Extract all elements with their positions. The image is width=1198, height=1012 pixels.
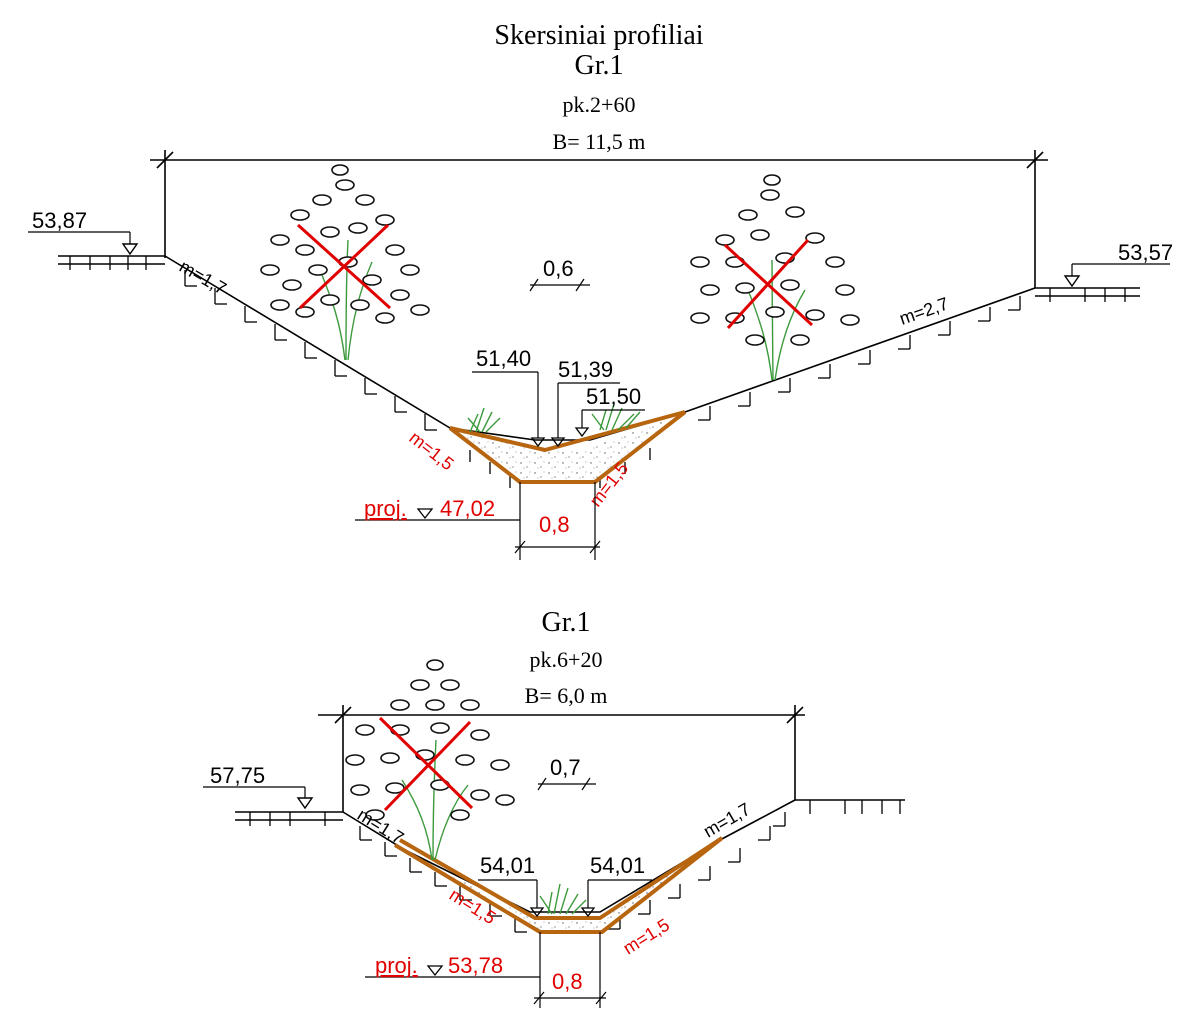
profile-1-depth-value: 0,6 xyxy=(543,256,574,281)
profile-2: Gr.1 pk.6+20 B= 6,0 m 57,75 xyxy=(203,607,905,1008)
profile-2-depth-value: 0,7 xyxy=(550,755,581,780)
elevation-marker-icon xyxy=(426,965,444,977)
tree-removed-icon xyxy=(690,174,860,381)
profile-2-group: Gr.1 xyxy=(542,607,591,638)
profile-2-project-bottom: proj. 53,78 0,8 xyxy=(365,932,607,1008)
profile-2-proj-label: proj. xyxy=(375,953,418,978)
profile-1-proj-elevation: 47,02 xyxy=(440,496,495,521)
elevation-marker-icon xyxy=(1063,275,1081,288)
profile-2-width-label: B= 6,0 m xyxy=(525,683,608,708)
profile-2-right-ground xyxy=(795,799,905,814)
profile-1-proj-label: proj. xyxy=(364,496,407,521)
profile-1-left-ground: 53,87 xyxy=(28,208,165,270)
profile-1-depth-mark: 0,6 xyxy=(529,256,590,292)
profile-1-design-section xyxy=(448,410,687,484)
profile-1-group: Gr.1 xyxy=(575,50,624,81)
profile-1-width-dimension xyxy=(150,150,1048,288)
profile-2-width-dimension xyxy=(318,705,805,812)
profile-2-slope-right: m=1,7 xyxy=(700,799,754,842)
profile-1: Gr.1 pk.2+60 B= 11,5 m 53,87 xyxy=(28,50,1173,560)
profile-1-proj-slope-left: m=1,5 xyxy=(406,427,458,474)
profile-2-bottom-elev-1: 54,01 xyxy=(480,853,535,878)
profile-2-left-ground: 57,75 xyxy=(203,763,343,826)
profile-1-slope-left: m=1,7 xyxy=(176,256,230,299)
profile-2-depth-mark: 0,7 xyxy=(537,755,596,791)
drawing-title: Skersiniai profiliai xyxy=(494,20,703,51)
profile-1-bottom-elev-1: 51,40 xyxy=(476,346,531,371)
profile-2-design-section xyxy=(393,836,724,934)
profile-1-left-elevation: 53,87 xyxy=(32,208,87,233)
profile-2-channel xyxy=(342,799,796,933)
profile-1-bottom-width: 0,8 xyxy=(539,512,570,537)
profile-1-slope-right: m=2,7 xyxy=(897,293,951,328)
elevation-marker-icon xyxy=(296,797,314,810)
profile-2-bottom-width: 0,8 xyxy=(552,969,583,994)
profile-1-right-elevation: 53,57 xyxy=(1118,240,1173,265)
profile-1-right-ground: 53,57 xyxy=(1035,240,1173,302)
profile-2-bottom-elevations: 54,01 54,01 xyxy=(478,853,652,918)
profile-2-left-elevation: 57,75 xyxy=(210,763,265,788)
profile-2-bottom-elev-2: 54,01 xyxy=(590,853,645,878)
profile-1-bottom-elev-2: 51,39 xyxy=(558,357,613,382)
profile-1-project-bottom: proj. 47,02 0,8 xyxy=(355,482,601,560)
tree-removed-icon xyxy=(260,164,430,361)
profile-1-station: pk.2+60 xyxy=(563,92,636,117)
profile-1-bottom-elev-3: 51,50 xyxy=(586,384,641,409)
grass-icon xyxy=(467,403,641,433)
profile-2-proj-slope-right: m=1,5 xyxy=(620,915,673,959)
elevation-marker-icon xyxy=(416,508,434,520)
profile-2-proj-elevation: 53,78 xyxy=(448,953,503,978)
tree-removed-icon xyxy=(345,659,515,861)
profile-1-bottom-elevations: 51,40 51,39 51,50 xyxy=(472,346,645,448)
profile-2-station: pk.6+20 xyxy=(530,647,603,672)
profile-1-width-label: B= 11,5 m xyxy=(553,129,646,154)
elevation-marker-icon xyxy=(121,243,139,256)
grass-icon xyxy=(539,883,587,915)
